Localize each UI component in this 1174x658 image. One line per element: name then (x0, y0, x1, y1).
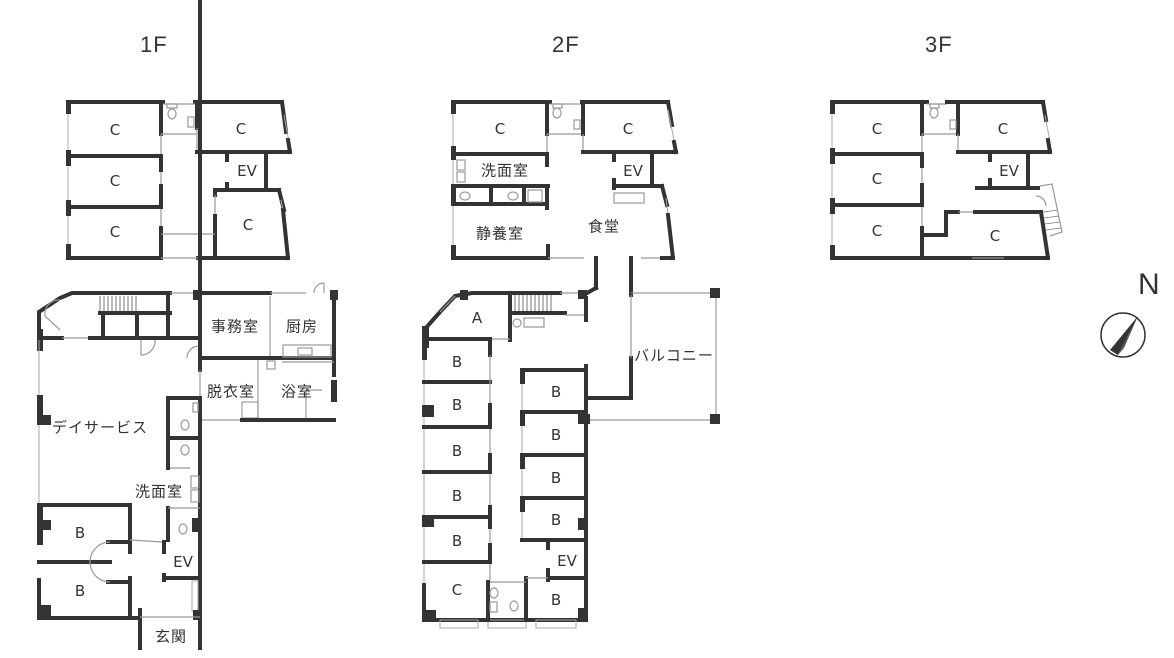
room-3f-c5: C (989, 227, 1001, 245)
room-1f-dayservice: デイサービス (51, 418, 149, 437)
room-2f-balcony: バルコニー (634, 346, 714, 365)
room-1f-b2: B (74, 582, 86, 600)
room-1f-c2: C (109, 172, 121, 190)
room-2f-cl: C (451, 581, 463, 599)
room-2f-ev: EV (623, 162, 643, 180)
room-3f-c1: C (871, 120, 883, 138)
room-2f-washroom: 洗面室 (480, 161, 530, 180)
room-1f-c5: C (242, 216, 254, 234)
floor-title-3f: 3F (925, 32, 953, 57)
room-2f-br4: B (550, 511, 562, 529)
room-3f-ev: EV (999, 162, 1019, 180)
room-3f-c2: C (871, 170, 883, 188)
room-1f-bath: 浴室 (280, 382, 314, 401)
floor-1f-lower (37, 0, 338, 650)
room-1f-entrance: 玄関 (154, 627, 188, 646)
room-1f-ev: EV (237, 162, 257, 180)
floor-2f-lower (422, 285, 720, 629)
room-2f-bl5: B (451, 532, 463, 550)
floor-1f-upper (66, 99, 293, 261)
north-arrow-icon (1100, 312, 1146, 358)
room-2f-br5: B (550, 591, 562, 609)
room-3f-c4: C (997, 120, 1009, 138)
room-1f-c3: C (109, 223, 121, 241)
room-1f-c4: C (235, 120, 247, 138)
room-2f-bl2: B (451, 396, 463, 414)
floor-title-2f: 2F (552, 32, 580, 57)
room-2f-c1: C (494, 120, 506, 138)
room-1f-b1: B (74, 524, 86, 542)
floor-title-1f: 1F (140, 32, 168, 57)
room-2f-br3: B (550, 469, 562, 487)
room-1f-washroom: 洗面室 (134, 482, 184, 501)
room-2f-bl1: B (451, 353, 463, 371)
room-2f-dining: 食堂 (587, 217, 621, 236)
floor-3f (830, 99, 1063, 261)
room-2f-br1: B (550, 383, 562, 401)
room-2f-c2: C (622, 120, 634, 138)
room-1f-c1: C (109, 121, 121, 139)
room-1f-office: 事務室 (210, 317, 260, 336)
room-2f-a: A (471, 309, 483, 327)
room-1f-changing: 脱衣室 (206, 382, 256, 401)
compass-north-label: N (1138, 268, 1160, 301)
room-2f-rest: 静養室 (475, 224, 525, 243)
room-1f-kitchen: 厨房 (285, 317, 319, 336)
floor-2f-upper (451, 99, 679, 297)
room-2f-ev2: EV (557, 552, 577, 570)
room-2f-bl4: B (451, 487, 463, 505)
room-2f-br2: B (550, 426, 562, 444)
room-1f-ev2: EV (173, 553, 193, 571)
room-3f-c3: C (871, 222, 883, 240)
room-2f-bl3: B (451, 442, 463, 460)
